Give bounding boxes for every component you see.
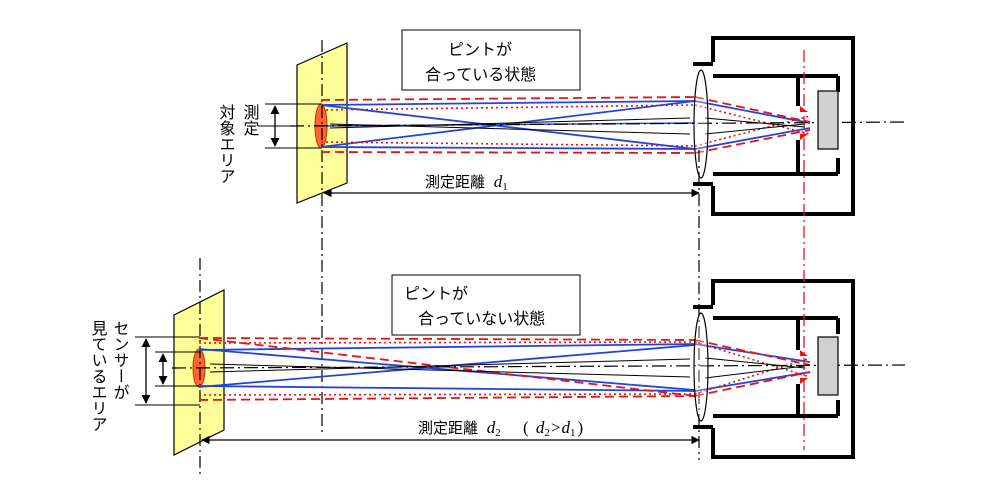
top-distance-label: 測定距離 d1 (425, 172, 508, 193)
top-callout-line2: 合っている状態 (425, 65, 536, 84)
bottom-scenario: 測定距離 d2 ( d2>d1) ピントが 合っていない状態 見ているエリア セ… (89, 258, 906, 475)
top-lens (693, 69, 709, 179)
top-camera-housing (693, 36, 855, 216)
bottom-callout-line2: 合っていない状態 (418, 309, 545, 328)
bottom-distance-comparison: ( d2>d1) (523, 418, 583, 439)
bottom-area-label-col1: 見ているエリア (89, 320, 108, 432)
top-optical-axis (289, 121, 906, 127)
bottom-sensor (817, 336, 839, 396)
top-scenario: 測定距離 d1 ピントが 合っている状態 対象エリア 測定 (217, 29, 906, 460)
bottom-rays (198, 337, 811, 401)
bottom-lens (693, 312, 709, 422)
bottom-distance-label: 測定距離 d2 (418, 418, 501, 439)
top-callout-box (401, 29, 581, 91)
bottom-area-label-col2: センサーが (111, 320, 130, 400)
top-rays (320, 96, 811, 154)
top-callout-line1: ピントが (448, 40, 512, 59)
bottom-callout-box (391, 274, 581, 336)
bottom-camera-housing (693, 279, 855, 459)
top-area-label-col1: 対象エリア (217, 104, 236, 184)
bottom-optical-axis (171, 364, 906, 369)
top-area-label-col2: 測定 (241, 104, 260, 136)
top-sensor (817, 90, 839, 150)
bottom-callout-line1: ピントが (404, 284, 468, 303)
